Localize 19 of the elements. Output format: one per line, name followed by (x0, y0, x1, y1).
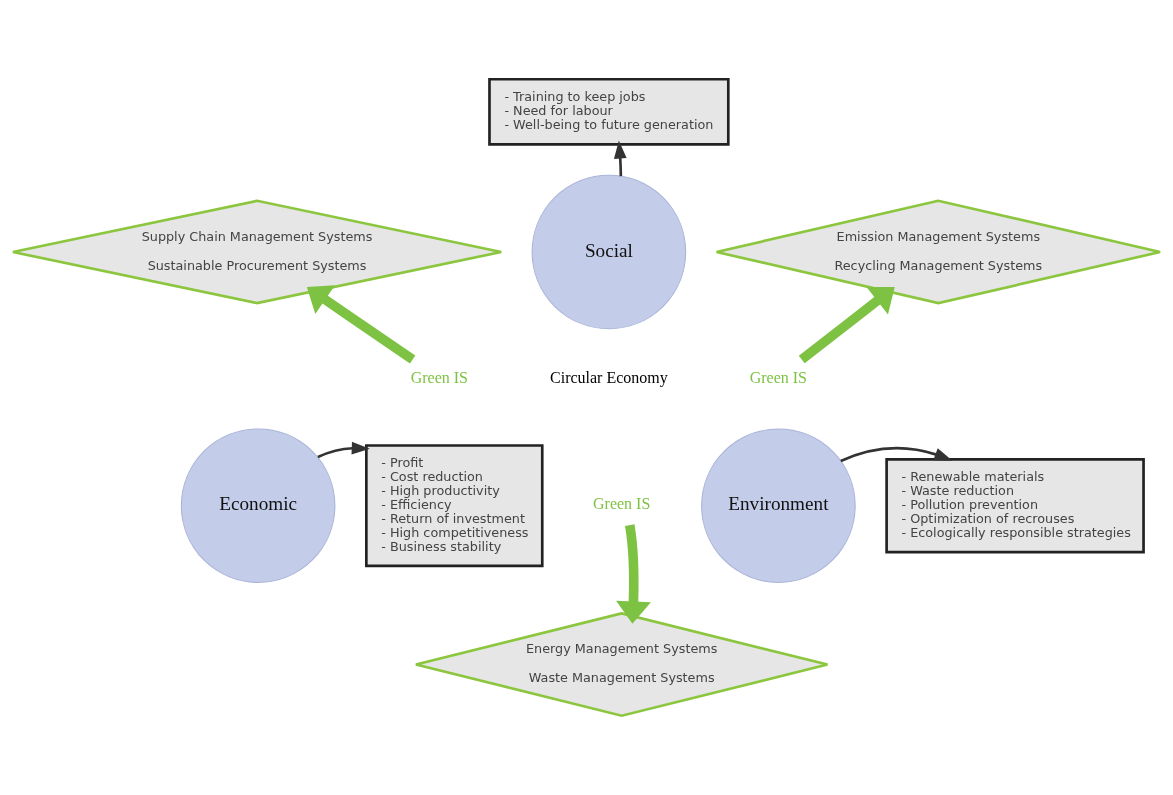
node-box: - Training to keep jobs - Need for labour - Well-being to future generation (488, 77, 730, 146)
node-box: - Profit - Cost reduction - High productivity - Efficiency - Return of investment - High competitiveness - Business stability (365, 444, 544, 568)
node-diamond: Supply Chain Management Systems Sustainable Procurement Systems (11, 199, 503, 305)
arrow (798, 286, 895, 364)
node-circle: Environment (701, 428, 856, 583)
label: Circular Economy (550, 368, 668, 386)
arrow (306, 285, 416, 364)
node-diamond: Energy Management Systems Waste Management Systems (414, 612, 829, 718)
node-text: Green IS (410, 368, 469, 386)
node-text: Green IS (593, 495, 651, 513)
node-text: Green IS (749, 368, 808, 386)
node-diamond: Emission Management Systems Recycling Management Systems (715, 199, 1162, 305)
arrow (613, 140, 627, 177)
arrow (616, 524, 651, 624)
node-box: - Renewable materials - Waste reduction - Pollution prevention - Optimization of recrouses - Ecologically responsible strategies (885, 458, 1145, 554)
node-circle: Social (531, 174, 687, 330)
arrow (317, 441, 370, 459)
arrow (840, 446, 953, 463)
node-circle: Economic (180, 428, 336, 583)
